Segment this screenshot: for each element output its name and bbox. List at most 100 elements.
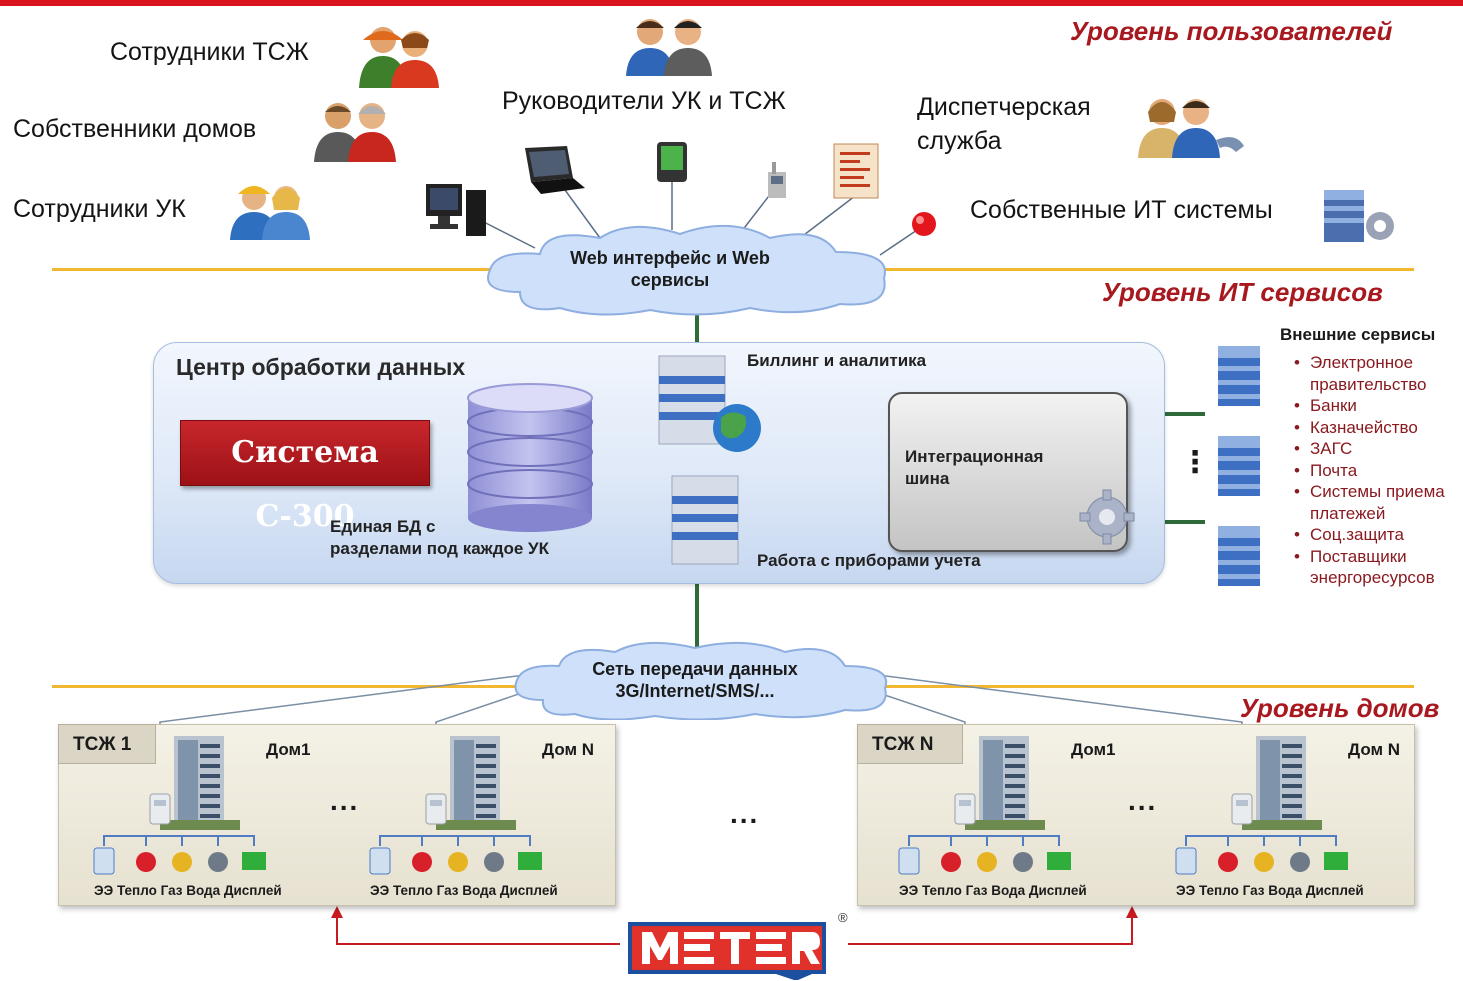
external-service-text: Системы приема bbox=[1310, 482, 1445, 501]
external-service-text: платежей bbox=[1310, 503, 1386, 523]
db-label-line2: разделами под каждое УК bbox=[330, 539, 550, 558]
bus-label-line2: шина bbox=[905, 469, 950, 488]
label-home-owners: Собственники домов bbox=[13, 115, 257, 143]
mobile-phone-icon bbox=[768, 162, 786, 198]
external-service-item: правительство bbox=[1284, 374, 1445, 396]
handheld-device-icon bbox=[657, 142, 687, 182]
meter-row bbox=[1175, 835, 1348, 875]
system-c300-badge: Система С-300 bbox=[180, 420, 430, 534]
meter-labels: ЭЭ Тепло Газ Вода Дисплей bbox=[94, 883, 282, 898]
desktop-computer-icon bbox=[426, 184, 486, 236]
bullet: • bbox=[1294, 396, 1300, 415]
external-server-icon bbox=[1218, 526, 1260, 586]
external-service-item: платежей bbox=[1284, 503, 1445, 525]
water-meter-icon bbox=[484, 852, 504, 872]
arrow-line-left bbox=[336, 914, 620, 945]
external-service-text: Соц.защита bbox=[1310, 525, 1404, 544]
level-it-label: Уровень ИТ сервисов bbox=[1102, 277, 1383, 307]
external-server-icon bbox=[1218, 436, 1260, 496]
network-cloud-line2: 3G/Internet/SMS/... bbox=[615, 681, 775, 701]
building-icon bbox=[160, 736, 240, 830]
label-tszh-staff: Сотрудники ТСЖ bbox=[110, 38, 309, 66]
external-service-text: Поставщики bbox=[1310, 546, 1407, 566]
heat-meter-icon bbox=[412, 852, 432, 872]
laptop-icon bbox=[525, 146, 585, 194]
house-label: Дом N bbox=[542, 740, 595, 759]
arrow-head-left bbox=[331, 906, 343, 918]
line-document bbox=[799, 195, 856, 239]
label-dispatch-line2: служба bbox=[917, 127, 1002, 155]
meter-hub-icon bbox=[954, 793, 976, 825]
people-icon bbox=[314, 103, 396, 162]
database-icon bbox=[467, 383, 593, 532]
display-icon bbox=[1047, 852, 1071, 870]
electric-meter-icon bbox=[93, 847, 115, 875]
meter-hub-icon bbox=[425, 793, 447, 825]
meter-logo bbox=[628, 922, 826, 980]
server-gear-icon bbox=[1324, 190, 1394, 242]
external-service-item: •Почта bbox=[1284, 460, 1445, 482]
meter-labels: ЭЭ Тепло Газ Вода Дисплей bbox=[1176, 883, 1364, 898]
arrow-head-right bbox=[1126, 906, 1138, 918]
water-meter-icon bbox=[208, 852, 228, 872]
registered-mark: ® bbox=[838, 910, 848, 925]
bus-label-line1: Интеграционная bbox=[905, 447, 1044, 466]
electric-meter-icon bbox=[1175, 847, 1197, 875]
water-meter-icon bbox=[1013, 852, 1033, 872]
external-service-text: Почта bbox=[1310, 460, 1358, 480]
web-cloud-line2: сервисы bbox=[630, 270, 710, 290]
house-label: Дом1 bbox=[1071, 740, 1116, 759]
external-service-text: Казначейство bbox=[1310, 417, 1418, 437]
external-service-text: Банки bbox=[1310, 396, 1357, 415]
people-icon bbox=[359, 27, 439, 88]
level-homes-label: Уровень домов bbox=[1240, 693, 1440, 723]
web-services-cloud bbox=[487, 225, 886, 316]
data-network-cloud bbox=[514, 641, 888, 720]
meter-row bbox=[898, 835, 1071, 875]
external-service-item: • Поставщики bbox=[1284, 546, 1445, 568]
electric-meter-icon bbox=[898, 847, 920, 875]
external-service-text: Электронное bbox=[1310, 353, 1414, 372]
houses-ellipsis: ... bbox=[1128, 785, 1158, 816]
metering-server-icon bbox=[671, 475, 739, 565]
external-service-item: энергоресурсов bbox=[1284, 567, 1445, 589]
building-icon bbox=[1242, 736, 1322, 830]
tszh1-tag: ТСЖ 1 bbox=[58, 724, 156, 764]
data-center-title: Центр обработки данных bbox=[176, 354, 466, 380]
people-icon bbox=[626, 19, 712, 76]
network-cloud-line1: Сеть передачи данных bbox=[592, 659, 798, 679]
external-service-text: ЗАГС bbox=[1310, 439, 1353, 458]
external-service-item: •Казначейство bbox=[1284, 417, 1445, 439]
display-icon bbox=[242, 852, 266, 870]
house-label: Дом1 bbox=[266, 740, 311, 759]
meter-labels: ЭЭ Тепло Газ Вода Дисплей bbox=[899, 883, 1087, 898]
building-icon bbox=[965, 736, 1045, 830]
heat-meter-icon bbox=[136, 852, 156, 872]
integration-bus-box bbox=[888, 392, 1128, 552]
billing-server-icon bbox=[658, 355, 761, 452]
external-server-icon bbox=[1218, 346, 1260, 406]
document-icon bbox=[833, 143, 879, 199]
external-service-text: энергоресурсов bbox=[1310, 568, 1435, 587]
display-icon bbox=[1324, 852, 1348, 870]
bullet: • bbox=[1294, 546, 1300, 566]
level-users-label: Уровень пользователей bbox=[1070, 16, 1393, 46]
water-meter-icon bbox=[1290, 852, 1310, 872]
meter-row bbox=[93, 835, 266, 875]
label-own-it: Собственные ИТ системы bbox=[970, 196, 1273, 224]
metering-label: Работа с приборами учета bbox=[757, 551, 981, 570]
bullet: • bbox=[1294, 482, 1300, 501]
line-laptop bbox=[564, 189, 601, 239]
red-node-icon bbox=[912, 212, 936, 236]
people-icon bbox=[230, 186, 310, 240]
external-service-item: •ЗАГС bbox=[1284, 438, 1445, 460]
top-accent-bar bbox=[0, 0, 1463, 6]
external-service-item: • Электронное bbox=[1284, 352, 1445, 374]
display-icon bbox=[518, 852, 542, 870]
label-dispatch-line1: Диспетчерская bbox=[917, 93, 1091, 121]
gas-meter-icon bbox=[1254, 852, 1274, 872]
db-label-line1: Единая БД с bbox=[330, 517, 436, 536]
external-vertical-dots: ⋮ bbox=[1180, 446, 1212, 479]
bullet: • bbox=[1294, 353, 1300, 372]
bullet: • bbox=[1294, 525, 1300, 544]
